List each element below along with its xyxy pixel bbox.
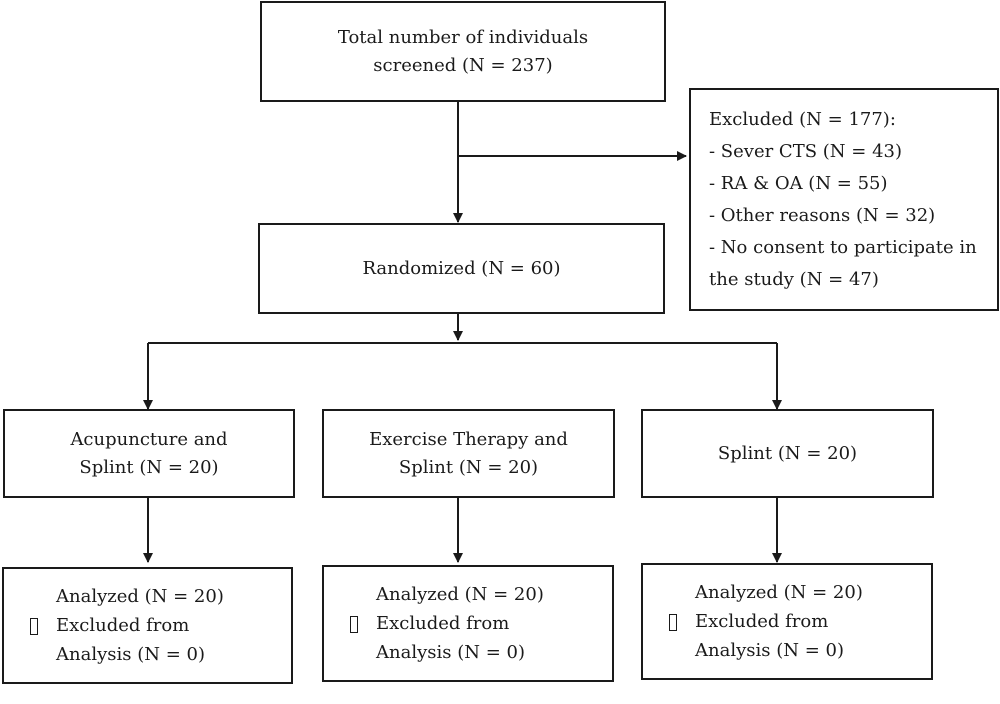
- excluded-item-no-consent-cont: the study (N = 47): [709, 269, 879, 290]
- excluded-heading: Excluded (N = 177):: [709, 109, 896, 130]
- result-3-analysis: Analysis (N = 0): [695, 640, 844, 661]
- group-2-line-2: Splint (N = 20): [398, 456, 539, 478]
- group-box-splint: Splint (N = 20): [641, 409, 934, 498]
- group-2-line-1: Exercise Therapy and: [369, 428, 568, 450]
- randomized-box: Randomized (N = 60): [258, 223, 665, 314]
- result-1-excluded: Excluded from: [56, 615, 190, 636]
- bullet-icon: [669, 614, 677, 631]
- excluded-item-ra-oa: - RA & OA (N = 55): [709, 173, 888, 194]
- screening-line-1: Total number of individuals: [337, 26, 589, 48]
- result-box-exercise-therapy: Analyzed (N = 20) Excluded from Analysis…: [322, 565, 614, 682]
- result-2-analysis: Analysis (N = 0): [376, 642, 525, 663]
- result-1-analyzed: Analyzed (N = 20): [56, 586, 224, 607]
- group-box-exercise-therapy: Exercise Therapy and Splint (N = 20): [322, 409, 615, 498]
- result-3-analyzed: Analyzed (N = 20): [695, 582, 863, 603]
- result-2-excluded: Excluded from: [376, 613, 510, 634]
- result-2-analyzed: Analyzed (N = 20): [376, 584, 544, 605]
- excluded-item-other-reasons: - Other reasons (N = 32): [709, 205, 936, 226]
- group-1-line-1: Acupuncture and: [70, 428, 228, 450]
- excluded-item-no-consent: - No consent to participate in: [709, 237, 977, 258]
- result-3-excluded: Excluded from: [695, 611, 829, 632]
- group-box-acupuncture: Acupuncture and Splint (N = 20): [3, 409, 295, 498]
- screening-line-2: screened (N = 237): [373, 54, 553, 76]
- group-3-line-1: Splint (N = 20): [717, 442, 858, 464]
- randomized-label: Randomized (N = 60): [362, 257, 561, 279]
- excluded-item-severe-cts: - Sever CTS (N = 43): [709, 141, 902, 162]
- result-box-acupuncture: Analyzed (N = 20) Excluded from Analysis…: [2, 567, 293, 684]
- bullet-icon: [350, 616, 358, 633]
- bullet-icon: [30, 618, 38, 635]
- result-box-splint: Analyzed (N = 20) Excluded from Analysis…: [641, 563, 933, 680]
- group-1-line-2: Splint (N = 20): [79, 456, 219, 478]
- result-1-analysis: Analysis (N = 0): [56, 644, 205, 665]
- excluded-box: Excluded (N = 177): - Sever CTS (N = 43)…: [689, 88, 999, 311]
- screening-box: Total number of individuals screened (N …: [260, 1, 666, 102]
